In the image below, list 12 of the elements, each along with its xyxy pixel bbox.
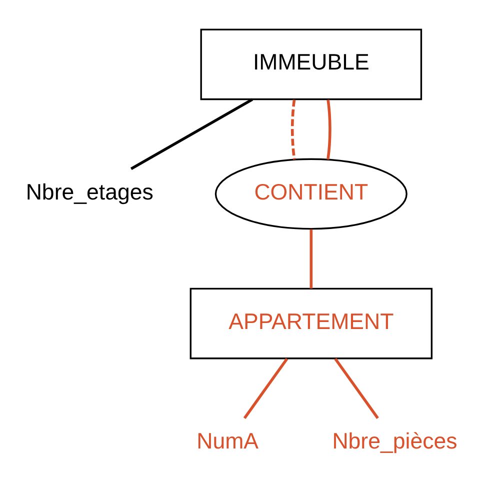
node-box: APPARTEMENT [190,287,432,359]
connector [130,98,254,170]
node-text: Nbre_pièces [332,428,458,454]
connector [290,99,296,160]
connector [243,357,288,419]
connector [310,228,313,288]
node-ellipse: CONTIENT [214,158,408,230]
node-text: NumA [196,428,259,454]
connector [334,357,379,419]
node-box: IMMEUBLE [200,28,422,100]
connector [326,99,332,160]
node-text: Nbre_etages [26,178,154,204]
